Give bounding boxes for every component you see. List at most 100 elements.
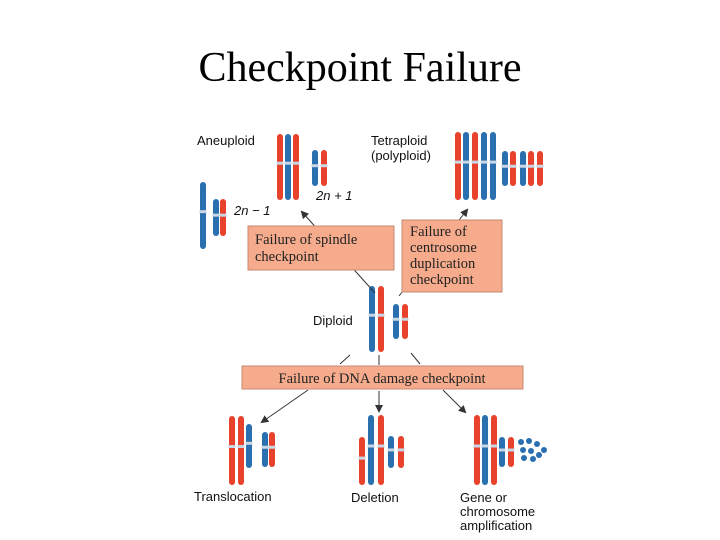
tetraploid-chromosomes-chromosome-8 (520, 151, 526, 186)
tetraploid-chromosomes-chromosome-1 (455, 132, 461, 200)
aneuploid-2n-minus-1-chromosome-2 (213, 199, 219, 236)
translocation-chromosomes-chromosome-2 (238, 416, 244, 485)
translocation-chromosomes (228, 416, 276, 485)
amplification-chromosomes-chromosome-4 (499, 437, 505, 467)
amplified-fragments (518, 438, 547, 462)
fragment-8 (530, 456, 536, 462)
tetraploid-chromosomes-chromosome-10-centromere (536, 164, 544, 168)
amplification-chromosomes-chromosome-2 (482, 415, 488, 485)
amplification-chromosomes-chromosome-5-centromere (507, 448, 515, 452)
tetraploid-chromosomes-chromosome-9 (528, 151, 534, 186)
label-2n-plus-1: 2n + 1 (315, 188, 353, 203)
diploid-chromosomes-chromosome-2-centromere (377, 313, 385, 317)
label-2n-minus-1: 2n − 1 (233, 203, 271, 218)
tetraploid-chromosomes-chromosome-4 (481, 132, 487, 200)
label-amplification: amplification (460, 518, 532, 533)
aneuploid-2n-minus-1-chromosome-1 (200, 182, 206, 249)
arrow-to-translocation (260, 389, 309, 424)
diploid-chromosomes-chromosome-2 (378, 286, 384, 352)
translocation-chromosomes-chromosome-4-centromere (261, 445, 269, 449)
fragment-7 (521, 455, 527, 461)
aneuploid-2n-plus-1-chromosome-2-centromere (284, 161, 292, 165)
dna-damage-checkpoint-box: Failure of DNA damage checkpoint (241, 365, 524, 390)
tetraploid-chromosomes-chromosome-7 (510, 151, 516, 186)
tetraploid-chromosomes-chromosome-8-centromere (519, 164, 527, 168)
aneuploid-2n-minus-1 (199, 182, 227, 249)
fragment-4 (520, 447, 526, 453)
translocation-chromosomes-chromosome-3-centromere (245, 441, 253, 445)
aneuploid-2n-plus-1 (276, 134, 328, 200)
aneuploid-2n-plus-1-chromosome-4 (312, 150, 318, 186)
aneuploid-2n-plus-1-chromosome-5-centromere (320, 164, 328, 168)
deletion-chromosomes-chromosome-1-centromere (358, 456, 366, 460)
arrow-to-amplification (442, 389, 467, 414)
tetraploid-chromosomes-chromosome-5 (490, 132, 496, 200)
page-title: Checkpoint Failure (198, 45, 522, 91)
deletion-chromosomes-chromosome-3-centromere (377, 444, 385, 448)
amplification-chromosomes-chromosome-4-centromere (498, 448, 506, 452)
label-aneuploid: Aneuploid (197, 133, 255, 148)
diploid-chromosomes (368, 286, 409, 352)
aneuploid-2n-minus-1-chromosome-1-centromere (199, 210, 207, 214)
deletion-chromosomes-chromosome-4 (388, 436, 394, 468)
centrosome-box-line-1: Failure of (410, 224, 467, 240)
aneuploid-2n-minus-1-chromosome-3-centromere (219, 213, 227, 217)
fragment-1 (518, 439, 524, 445)
amplification-chromosomes-chromosome-1-centromere (473, 444, 481, 448)
label-gene-or: Gene or (460, 490, 508, 505)
centrosome-box-line-2: centrosome (410, 240, 477, 256)
aneuploid-2n-plus-1-chromosome-1-centromere (276, 161, 284, 165)
amplification-chromosomes-chromosome-3-centromere (490, 444, 498, 448)
aneuploid-2n-plus-1-chromosome-1 (277, 134, 283, 200)
label-translocation: Translocation (194, 489, 272, 504)
translocation-chromosomes-chromosome-3 (246, 424, 252, 468)
amplification-chromosomes-chromosome-1 (474, 415, 480, 485)
aneuploid-2n-plus-1-chromosome-3-centromere (292, 161, 300, 165)
tetraploid-chromosomes-chromosome-2-centromere (462, 160, 470, 164)
label-chromosome: chromosome (460, 504, 535, 519)
label-diploid: Diploid (313, 313, 353, 328)
fragment-3 (534, 441, 540, 447)
centrosome-box-line-4: checkpoint (410, 272, 474, 288)
tetraploid-chromosomes-chromosome-9-centromere (527, 164, 535, 168)
deletion-chromosomes-chromosome-2-centromere (367, 444, 375, 448)
diploid-chromosomes-chromosome-4-centromere (401, 317, 409, 321)
amplification-chromosomes-chromosome-5 (508, 437, 514, 467)
diploid-chromosomes-chromosome-4 (402, 304, 408, 339)
diploid-chromosomes-chromosome-3 (393, 304, 399, 339)
label-polyploid: (polyploid) (371, 148, 431, 163)
amplification-chromosomes-chromosome-3 (491, 415, 497, 485)
deletion-chromosomes-chromosome-3 (378, 415, 384, 485)
fragment-9 (536, 452, 542, 458)
deletion-chromosomes-chromosome-5 (398, 436, 404, 468)
spindle-checkpoint-box: Failure of spindle checkpoint (247, 225, 395, 271)
translocation-chromosomes-chromosome-5 (269, 432, 275, 467)
tetraploid-chromosomes-chromosome-6-centromere (501, 164, 509, 168)
fragment-2 (526, 438, 532, 444)
tetraploid-chromosomes-chromosome-4-centromere (480, 160, 488, 164)
translocation-chromosomes-chromosome-4 (262, 432, 268, 467)
tetraploid-chromosomes-chromosome-7-centromere (509, 164, 517, 168)
deletion-chromosomes-chromosome-1 (359, 437, 365, 485)
aneuploid-2n-plus-1-chromosome-2 (285, 134, 291, 200)
deletion-chromosomes (358, 415, 405, 485)
fragment-6 (541, 447, 547, 453)
translocation-chromosomes-chromosome-2-centromere (237, 445, 245, 449)
translocation-chromosomes-chromosome-1 (229, 416, 235, 485)
aneuploid-2n-plus-1-chromosome-5 (321, 150, 327, 186)
connector-left (339, 354, 351, 365)
deletion-chromosomes-chromosome-2 (368, 415, 374, 485)
translocation-chromosomes-chromosome-1-centromere (228, 445, 236, 449)
centrosome-box-line-3: duplication (410, 256, 476, 272)
tetraploid-chromosomes-chromosome-1-centromere (454, 160, 462, 164)
aneuploid-2n-minus-1-chromosome-3 (220, 199, 226, 236)
diploid-chromosomes-chromosome-3-centromere (392, 317, 400, 321)
deletion-chromosomes-chromosome-5-centromere (397, 448, 405, 452)
tetraploid-chromosomes-chromosome-6 (502, 151, 508, 186)
aneuploid-2n-plus-1-chromosome-3 (293, 134, 299, 200)
tetraploid-chromosomes-chromosome-5-centromere (489, 160, 497, 164)
connector-right (410, 352, 421, 365)
amplification-chromosomes-chromosome-2-centromere (481, 444, 489, 448)
amplification-chromosomes (473, 415, 515, 485)
